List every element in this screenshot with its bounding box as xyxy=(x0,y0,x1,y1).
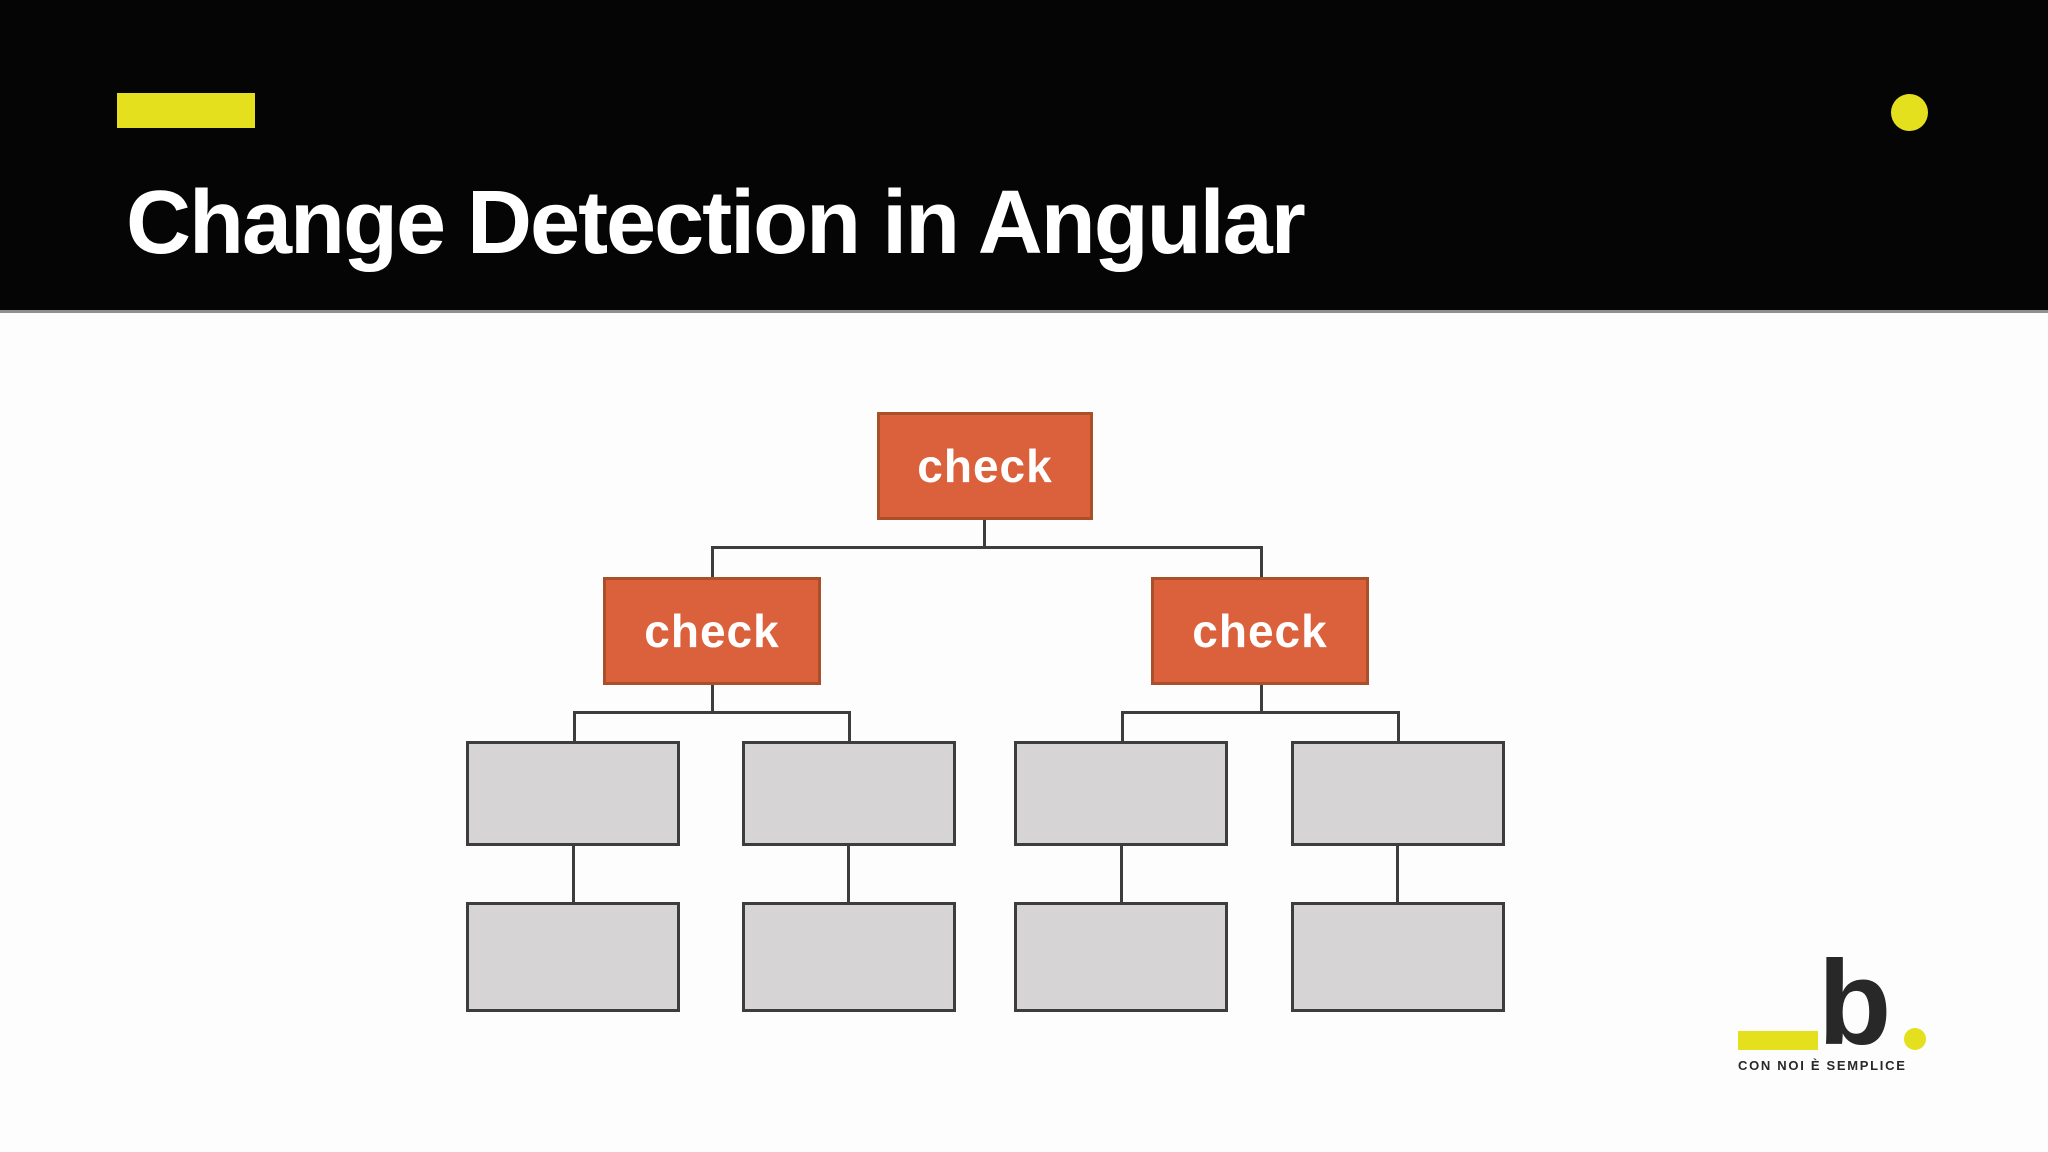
title-band: Change Detection in Angular xyxy=(0,0,2048,313)
connector-line xyxy=(573,711,576,741)
connector-line xyxy=(847,846,850,902)
component-node xyxy=(466,741,680,846)
accent-dot-decoration xyxy=(1891,94,1928,131)
component-tree-diagram: check check check xyxy=(0,310,2048,1152)
component-node xyxy=(1291,902,1505,1012)
connector-line xyxy=(711,546,1263,549)
check-node-right-child: check xyxy=(1151,577,1369,685)
connector-line xyxy=(711,546,714,577)
slide-title: Change Detection in Angular xyxy=(126,173,1306,273)
connector-line xyxy=(572,846,575,902)
component-node xyxy=(1014,741,1228,846)
component-node xyxy=(742,902,956,1012)
connector-line xyxy=(1397,711,1400,741)
connector-line xyxy=(1121,711,1400,714)
component-node xyxy=(742,741,956,846)
component-node xyxy=(466,902,680,1012)
component-node xyxy=(1291,741,1505,846)
connector-line xyxy=(1120,846,1123,902)
connector-line xyxy=(1260,685,1263,713)
logo-underscore-decoration xyxy=(1738,1031,1818,1050)
check-node-left-child: check xyxy=(603,577,821,685)
connector-line xyxy=(573,711,851,714)
connector-line xyxy=(711,685,714,713)
check-node-root: check xyxy=(877,412,1093,520)
logo-letter: b xyxy=(1818,936,1892,1070)
brand-logo: b CON NOI È SEMPLICE xyxy=(1738,943,1948,1090)
component-node xyxy=(1014,902,1228,1012)
connector-line xyxy=(1121,711,1124,741)
connector-line xyxy=(848,711,851,741)
logo-period-dot xyxy=(1904,1028,1926,1050)
connector-line xyxy=(983,520,986,548)
connector-line xyxy=(1396,846,1399,902)
accent-bar-decoration xyxy=(117,93,255,128)
logo-tagline: CON NOI È SEMPLICE xyxy=(1738,1058,1907,1073)
connector-line xyxy=(1260,546,1263,577)
